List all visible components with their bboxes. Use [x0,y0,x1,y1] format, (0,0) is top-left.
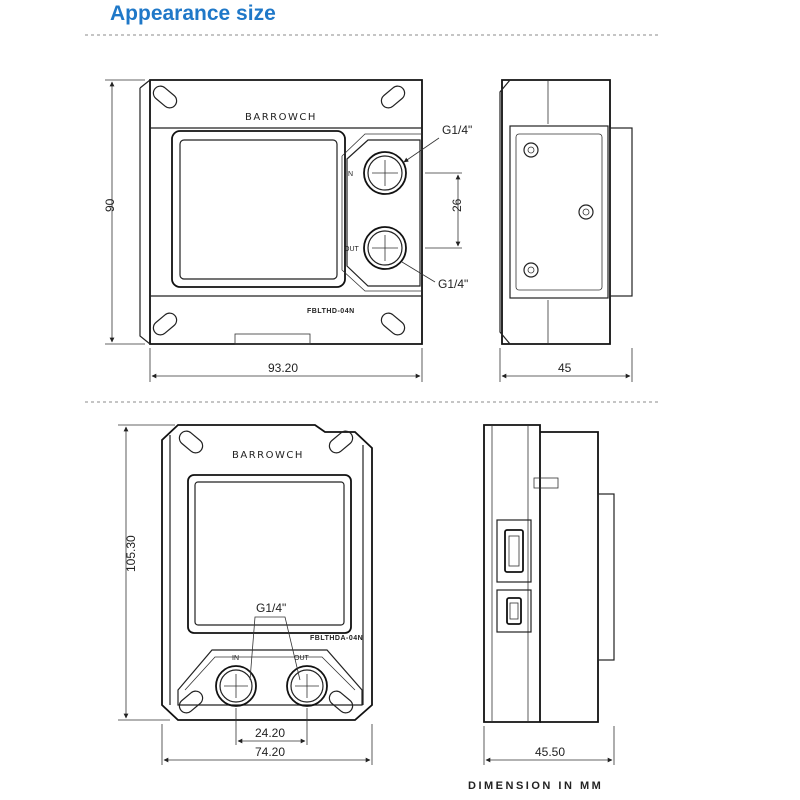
page-title: Appearance size [110,2,276,25]
dim-top-depth: 45 [558,361,572,375]
dim-top-width: 93.20 [268,361,298,375]
dim-bottom-width: 74.20 [255,745,285,759]
hdmi-port-icon [496,519,532,583]
bottom-thread-label: G1/4" [256,601,286,615]
dim-bottom-port-spacing: 24.20 [255,726,285,740]
dim-bottom-height: 105.30 [124,535,138,572]
bottom-out-port [286,665,328,707]
top-in-port [363,151,407,195]
dim-bottom-depth: 45.50 [535,745,565,759]
bottom-front-view: BARROWCH FBLTHDA-04N IN OUT G1/4" 105.30… [118,424,373,765]
top-out-label: OUT [344,246,360,253]
brand-logo-top: BARROWCH [245,112,317,123]
top-front-mount-slots [152,85,406,336]
bottom-side-view: 45.50 [483,424,615,765]
bottom-in-label: IN [232,655,239,662]
bottom-out-label: OUT [294,655,310,662]
top-thread-label-in: G1/4" [442,123,472,137]
top-in-label: IN [346,171,353,178]
dimension-note: DIMENSION IN MM [468,780,603,792]
top-side-view: 45 [499,79,633,382]
model-label-bottom: FBLTHDA-04N [310,635,363,642]
model-label-top: FBLTHD-04N [307,308,355,315]
top-thread-label-out: G1/4" [438,277,468,291]
bottom-in-port [215,665,257,707]
dim-port-spacing: 26 [450,198,464,212]
top-out-port [363,226,407,270]
dim-top-height: 90 [103,198,117,212]
brand-logo-bottom: BARROWCH [232,450,304,461]
usb-port-icon [496,589,532,633]
top-front-view: BARROWCH FBLTHD-04N IN OUT G1/4" G1/4" 2… [103,79,472,382]
bottom-front-mount-slots [178,430,354,714]
